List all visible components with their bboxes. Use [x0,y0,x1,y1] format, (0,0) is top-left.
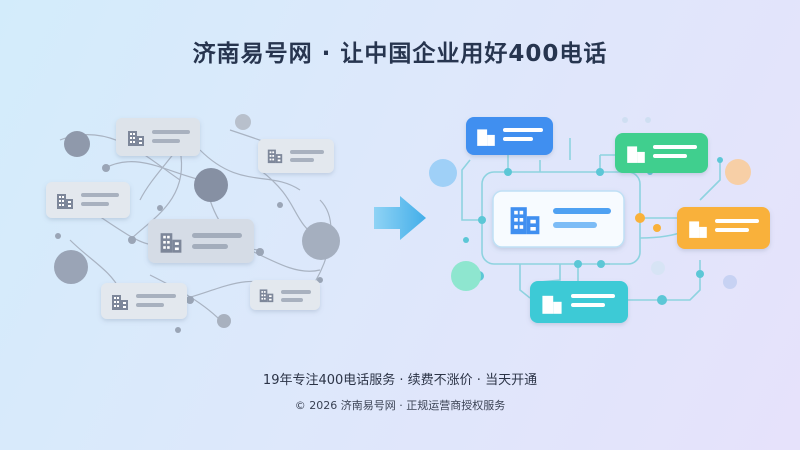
chaos-card-2 [258,139,334,173]
card-orange [677,207,770,249]
card-main [492,190,625,248]
copyright: © 2026 济南易号网 · 正规运营商授权服务 [294,399,506,412]
card-blue [466,117,553,155]
chaos-card-4 [148,219,254,263]
chaos-card-3 [46,182,130,218]
chaos-card-1 [116,118,200,156]
chaos-card-6 [250,280,320,310]
chaos-card-5 [101,283,187,319]
accent-dots [429,117,764,291]
arrow-right-icon [374,196,426,240]
tagline: 19年专注400电话服务 · 续费不涨价 · 当天开通 [262,373,538,388]
chaos-dots [54,114,340,333]
card-green [615,133,708,173]
network-nodes [463,152,723,305]
banner-title: 济南易号网 · 让中国企业用好400电话 [192,41,608,67]
card-cyan [530,281,628,323]
